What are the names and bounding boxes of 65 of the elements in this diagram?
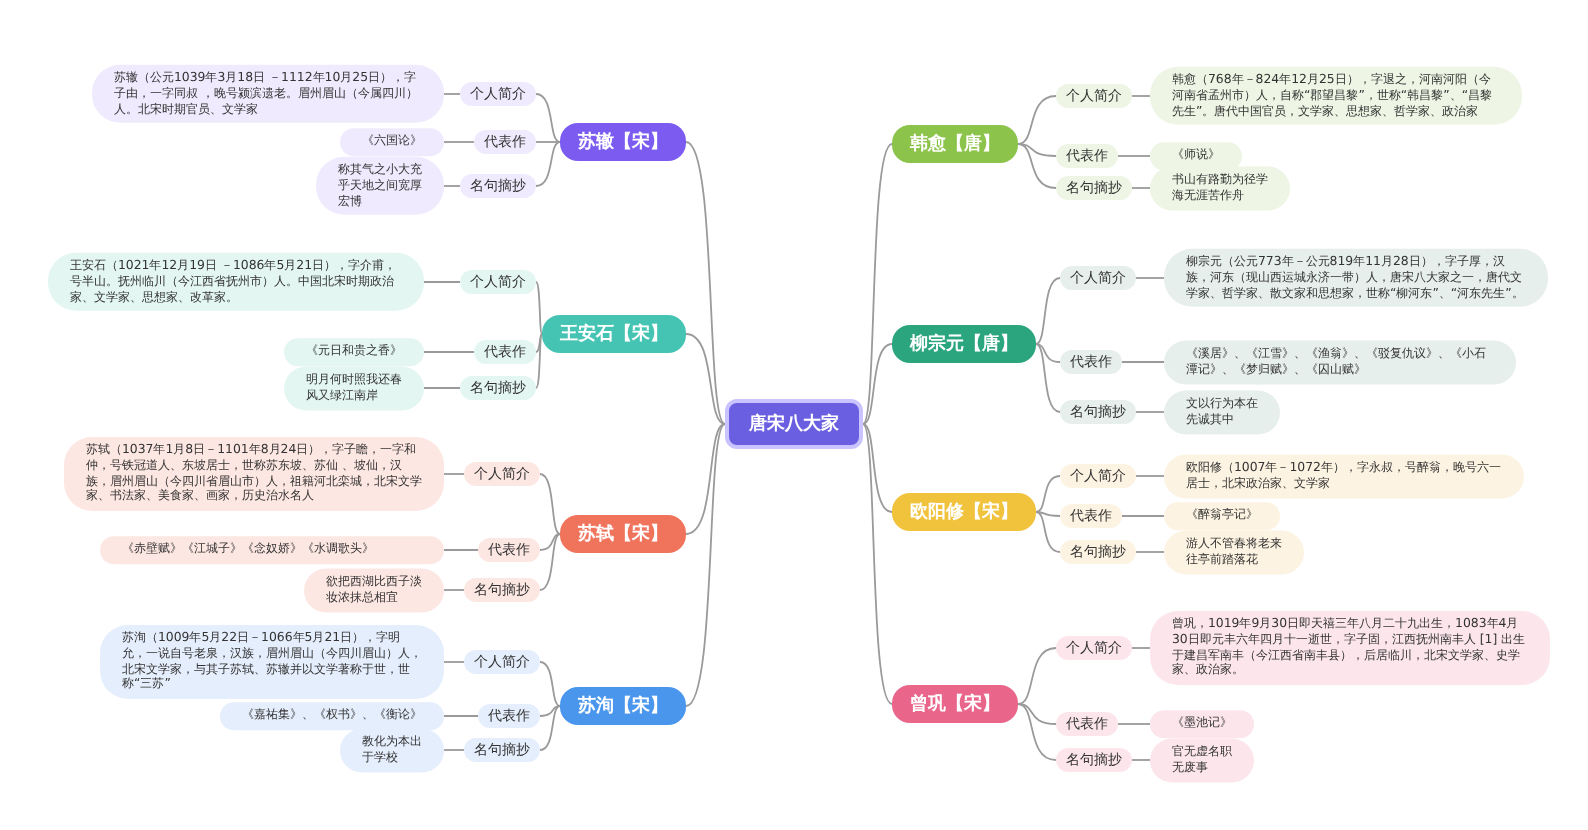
connector-line [539,473,561,535]
connector-line [1135,411,1165,413]
connector-line [1017,143,1057,189]
connector-line [685,423,726,707]
connector-line [1131,95,1151,97]
connector-line [1117,723,1151,725]
connector-line [443,589,465,591]
connector-line [443,93,461,95]
connector-line [443,749,465,751]
connector-line [862,423,893,513]
connector-line [539,533,561,551]
branch-topic: 曾巩【宋】 [892,685,1018,723]
connector-line [685,333,726,425]
connector-line [1131,759,1151,761]
connector-line [535,281,543,335]
connector-line [535,141,561,187]
connector-line [1035,511,1061,553]
connector-line [685,423,726,535]
connector-line [535,333,543,353]
connector-line [1131,647,1151,649]
connector-line [1017,703,1057,725]
connector-line [443,661,465,663]
connector-line [443,715,479,717]
connector-line [443,473,465,475]
connector-line [1017,703,1057,761]
connector-line [423,351,475,353]
connector-line [1017,95,1057,145]
connector-line [443,141,475,143]
connector-line [539,661,561,707]
branch-topic: 苏轼【宋】 [560,515,686,553]
connector-line [1035,511,1061,517]
connector-line [423,387,461,389]
connector-line [1135,277,1165,279]
connector-line [1121,361,1165,363]
connector-line [1121,515,1165,517]
connector-line [443,185,461,187]
branch-topic: 苏辙【宋】 [560,123,686,161]
connector-line [1035,343,1061,413]
connector-line [1017,647,1057,705]
connector-line [862,143,893,425]
connector-line [1135,551,1165,553]
connector-line [535,93,561,143]
branch-topic: 苏洵【宋】 [560,687,686,725]
central-topic: 唐宋八大家 [725,399,863,449]
branch-topic: 王安石【宋】 [542,315,686,353]
connector-line [1035,475,1061,513]
connector-line [1117,155,1151,157]
connector-line [443,549,479,551]
branch-topic: 柳宗元【唐】 [892,325,1036,363]
branch-topic: 韩愈【唐】 [892,125,1018,163]
branch-topic: 欧阳修【宋】 [892,493,1036,531]
connector-line [1135,475,1165,477]
connector-line [862,423,893,705]
connector-line [535,333,543,389]
connector-line [1035,343,1061,363]
connector-line [1131,187,1151,189]
connector-line [539,705,561,751]
connector-line [539,705,561,717]
connector-line [539,533,561,591]
connector-line [1035,277,1061,345]
connector-line [1017,143,1057,157]
connector-line [862,343,893,425]
connector-line [423,281,461,283]
connector-line [535,141,561,143]
connector-line [685,141,726,425]
